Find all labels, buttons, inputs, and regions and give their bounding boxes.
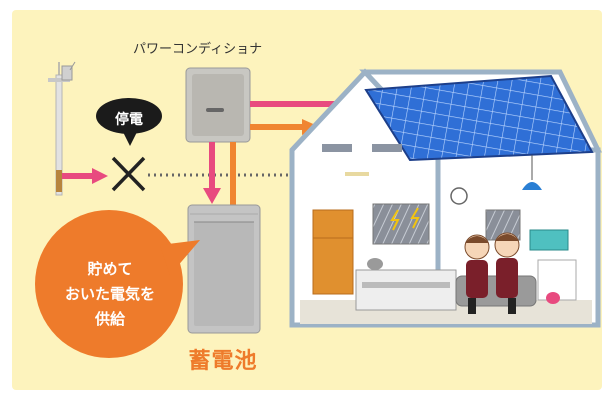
outage-label: 停電 (115, 112, 143, 128)
battery-label: 蓄電池 (188, 349, 258, 374)
bubble-line-2: おいた電気を (64, 285, 155, 303)
utility-pole-icon (48, 61, 76, 196)
outage-cross-icon (111, 156, 146, 192)
power-conditioner-icon (185, 67, 251, 143)
battery-unit-icon (187, 204, 261, 334)
bubble-line-3: 供給 (94, 310, 125, 328)
solar-panel-icon (364, 74, 594, 162)
supply-bubble-text: 貯めて おいた電気を 供給 (40, 257, 180, 332)
pink-arrow-down (203, 142, 221, 204)
pole-to-cross-arrow (62, 168, 108, 184)
outage-bubble (96, 98, 162, 146)
family-icon (464, 232, 520, 314)
supply-bubble (35, 210, 200, 358)
power-conditioner-label: パワーコンディショナ (133, 42, 263, 57)
bubble-line-1: 貯めて (87, 260, 133, 278)
